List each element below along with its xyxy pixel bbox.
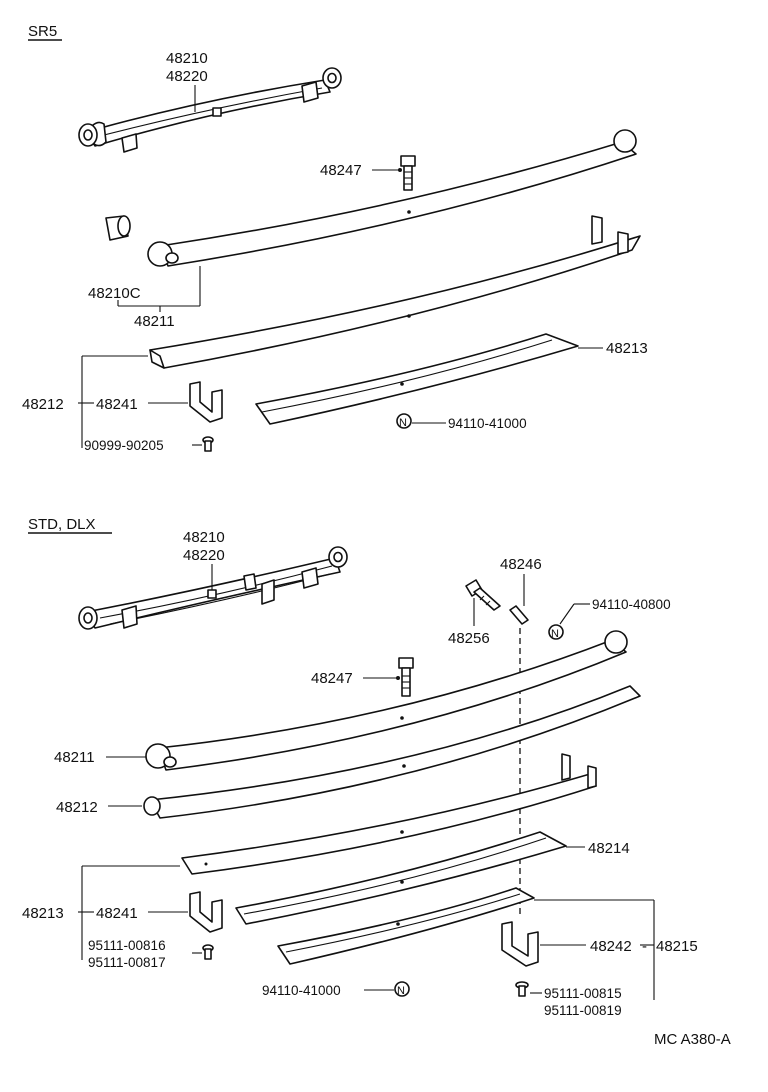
third-leaf (181, 753, 597, 875)
pin (509, 605, 529, 625)
long-bolt (465, 579, 501, 611)
label-48247: 48247 (311, 670, 353, 687)
label-48215: 48215 (656, 938, 698, 955)
label-94110-40800: 94110-40800 (592, 597, 671, 612)
rear-clip (501, 921, 539, 967)
center-bolt (400, 155, 416, 191)
second-leaf (143, 685, 641, 819)
label-48213: 48213 (22, 905, 64, 922)
label-48210: 48210 (166, 50, 208, 67)
nut-symbol: N (551, 628, 559, 640)
label-48210: 48210 (183, 529, 225, 546)
label-48256: 48256 (448, 630, 490, 647)
rivet (202, 436, 214, 452)
label-48211: 48211 (134, 313, 175, 330)
nut-symbol: N (399, 417, 407, 429)
bushing (105, 215, 131, 241)
label-90999-90205: 90999-90205 (84, 438, 164, 453)
fifth-leaf (277, 887, 535, 965)
label-95111-00816: 95111-00816 (88, 938, 166, 953)
label-48213: 48213 (606, 340, 648, 357)
main-leaf (145, 630, 628, 771)
rivet (202, 944, 214, 960)
label-48241: 48241 (96, 905, 138, 922)
label-94110-41000: 94110-41000 (448, 416, 527, 431)
label-48210c: 48210C (88, 285, 141, 302)
label-95111-00819: 95111-00819 (544, 1003, 622, 1018)
label-48242: 48242 (590, 938, 632, 955)
second-leaf (149, 215, 641, 369)
label-48212: 48212 (56, 799, 98, 816)
third-leaf (255, 333, 579, 425)
figure-code: MC A380-A (654, 1031, 731, 1048)
rivet (515, 981, 529, 997)
label-48212: 48212 (22, 396, 64, 413)
label-48220: 48220 (166, 68, 208, 85)
label-48211: 48211 (54, 749, 95, 766)
section-header-sr5: SR5 (28, 23, 57, 40)
spring-clip (189, 891, 223, 933)
label-94110-41000: 94110-41000 (262, 983, 341, 998)
fourth-leaf (235, 831, 567, 925)
section-std-dlx: STD, DLX 48210 48220 48256 (22, 516, 698, 1018)
label-95111-00817: 95111-00817 (88, 955, 166, 970)
label-48220: 48220 (183, 547, 225, 564)
label-48214: 48214 (588, 840, 630, 857)
nut-symbol: N (397, 985, 405, 997)
leaf-spring-assembly (78, 546, 348, 630)
center-bolt (398, 657, 414, 697)
section-sr5: SR5 48210 48220 48247 (22, 23, 648, 453)
main-leaf (147, 129, 637, 267)
section-header-std-dlx: STD, DLX (28, 516, 96, 533)
label-dash: - (642, 938, 647, 955)
label-95111-00815: 95111-00815 (544, 986, 622, 1001)
label-48241: 48241 (96, 396, 138, 413)
leaf-spring-assembly (78, 67, 342, 153)
label-48246: 48246 (500, 556, 542, 573)
label-48247: 48247 (320, 162, 362, 179)
spring-clip (189, 381, 223, 423)
